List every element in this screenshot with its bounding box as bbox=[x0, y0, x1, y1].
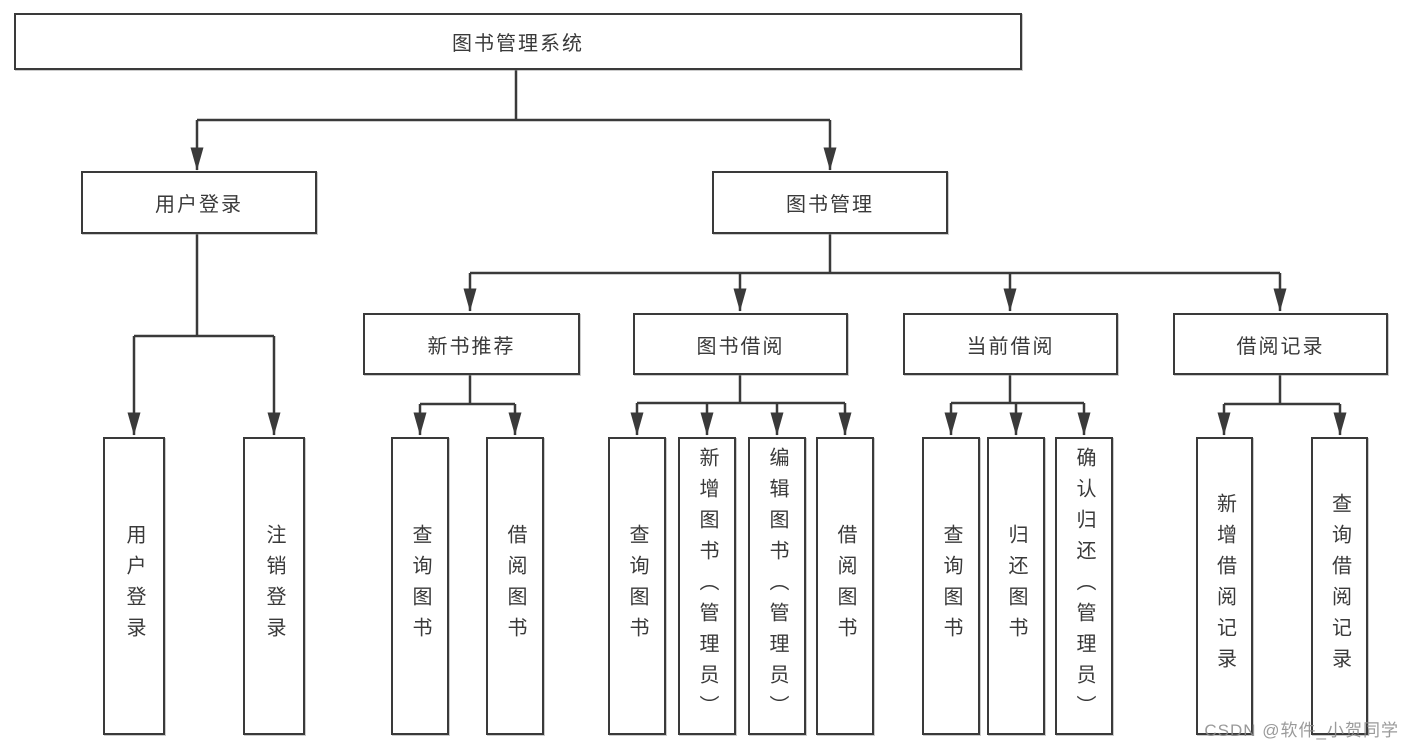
node-label: 查询图书 bbox=[940, 524, 962, 648]
leaf-query-book-2: 查询图书 bbox=[608, 437, 666, 735]
node-label: 借阅图书 bbox=[504, 524, 526, 648]
node-label: 图书管理 bbox=[786, 194, 874, 216]
leaf-logout: 注销登录 bbox=[243, 437, 305, 735]
node-label: 查询借阅记录 bbox=[1328, 493, 1351, 679]
node-label: 编辑图书（管理员） bbox=[766, 446, 788, 726]
trunk-current-borrowing bbox=[951, 375, 1084, 405]
leaf-query-book-1: 查询图书 bbox=[391, 437, 449, 735]
node-current-borrowing: 当前借阅 bbox=[903, 313, 1118, 375]
node-label: 用户登录 bbox=[155, 194, 243, 216]
leaf-query-borrow-record: 查询借阅记录 bbox=[1311, 437, 1368, 735]
node-book-management: 图书管理 bbox=[712, 171, 948, 234]
watermark-text: CSDN @软件_小贺同学 bbox=[1204, 721, 1399, 740]
node-label: 借阅记录 bbox=[1236, 335, 1325, 358]
node-label: 新增图书（管理员） bbox=[696, 446, 718, 726]
node-borrowing-records: 借阅记录 bbox=[1173, 313, 1388, 375]
leaf-add-book-admin: 新增图书（管理员） bbox=[678, 437, 736, 735]
node-library-management-system: 图书管理系统 bbox=[14, 13, 1022, 70]
leaf-add-borrow-record: 新增借阅记录 bbox=[1196, 437, 1253, 735]
leaf-user-login: 用户登录 bbox=[103, 437, 165, 735]
trunk-user-login bbox=[134, 234, 274, 338]
node-user-login: 用户登录 bbox=[81, 171, 317, 234]
leaf-edit-book-admin: 编辑图书（管理员） bbox=[748, 437, 806, 735]
trunk-root bbox=[197, 70, 830, 122]
trunk-book-borrowing bbox=[637, 375, 845, 405]
node-label: 新书推荐 bbox=[427, 335, 516, 358]
node-label: 图书管理系统 bbox=[452, 33, 584, 55]
node-label: 确认归还（管理员） bbox=[1073, 446, 1095, 726]
leaf-query-book-3: 查询图书 bbox=[922, 437, 980, 735]
trunk-borrowing-records bbox=[1224, 375, 1340, 406]
leaf-borrow-book-2: 借阅图书 bbox=[816, 437, 874, 735]
trunk-book-management bbox=[470, 234, 1280, 275]
node-label: 借阅图书 bbox=[834, 524, 856, 648]
node-label: 图书借阅 bbox=[696, 335, 785, 358]
node-label: 查询图书 bbox=[409, 524, 431, 648]
node-new-book-recommend: 新书推荐 bbox=[363, 313, 580, 375]
node-label: 归还图书 bbox=[1005, 524, 1027, 648]
trunk-new-book-recommend bbox=[420, 375, 515, 406]
node-label: 当前借阅 bbox=[966, 335, 1055, 358]
node-label: 用户登录 bbox=[123, 524, 145, 648]
node-label: 新增借阅记录 bbox=[1213, 493, 1236, 679]
node-label: 查询图书 bbox=[626, 524, 648, 648]
node-book-borrowing: 图书借阅 bbox=[633, 313, 848, 375]
node-label: 注销登录 bbox=[263, 524, 285, 648]
leaf-borrow-book-1: 借阅图书 bbox=[486, 437, 544, 735]
leaf-return-book: 归还图书 bbox=[987, 437, 1045, 735]
leaf-confirm-return-admin: 确认归还（管理员） bbox=[1055, 437, 1113, 735]
